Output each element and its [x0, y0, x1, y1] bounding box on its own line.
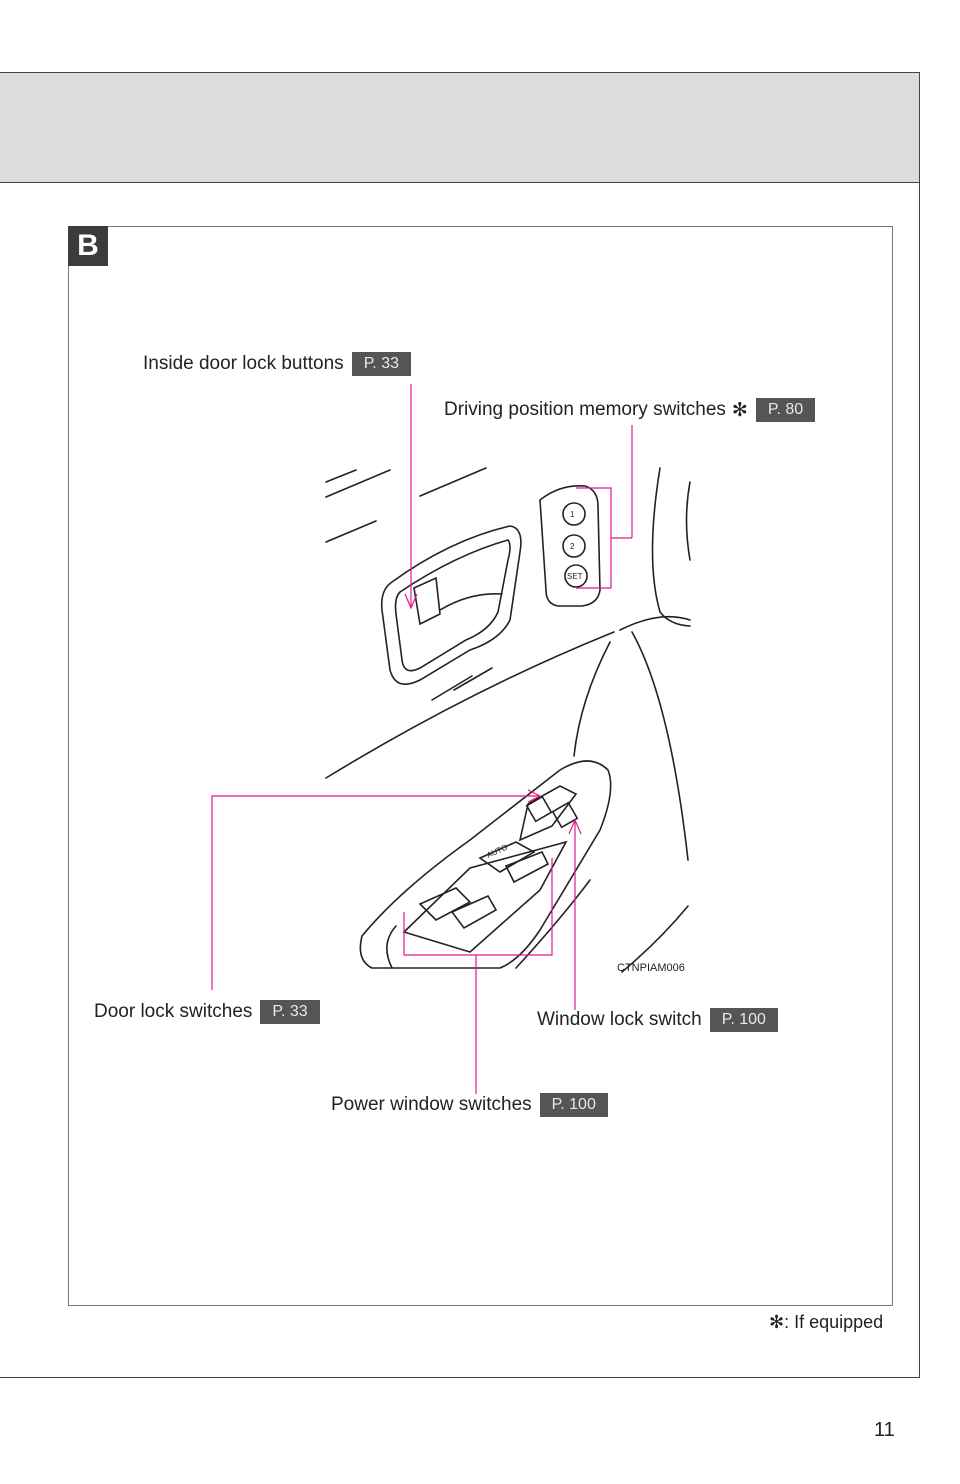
section-badge: B	[68, 226, 108, 266]
memory-button-1-label: 1	[570, 510, 575, 519]
callout-label: Inside door lock buttons	[143, 353, 344, 374]
auto-switch-label: AUTO	[485, 843, 509, 860]
page-ref-badge[interactable]: P. 33	[260, 1000, 320, 1024]
memory-set-button-label: SET	[567, 572, 583, 581]
page-ref-badge[interactable]: P. 33	[351, 352, 411, 376]
figure-code: CTNPIAM006	[617, 962, 685, 974]
callout-window-lock-switch: Window lock switch P. 100	[537, 1008, 778, 1032]
page-ref-badge[interactable]: P. 100	[709, 1008, 778, 1032]
callout-label: Window lock switch	[537, 1009, 702, 1030]
memory-button-2-label: 2	[570, 542, 575, 551]
callout-power-window-switches: Power window switches P. 100	[331, 1093, 608, 1117]
callout-label: Door lock switches	[94, 1001, 253, 1022]
callout-label: Power window switches	[331, 1094, 532, 1115]
page-edge-rule	[919, 72, 920, 1378]
page-ref-badge[interactable]: P. 100	[539, 1093, 608, 1117]
callout-inside-door-lock: Inside door lock buttons P. 33	[143, 352, 411, 376]
page-number: 11	[874, 1419, 895, 1441]
callout-label: Driving position memory switches	[444, 399, 726, 420]
if-equipped-marker-icon: ✻	[731, 399, 748, 421]
if-equipped-marker-icon: ✻	[769, 1312, 785, 1332]
callout-driving-position-memory: Driving position memory switches ✻ P. 80	[444, 398, 816, 422]
footnote: ✻: If equipped	[769, 1312, 883, 1333]
footnote-text: : If equipped	[784, 1312, 884, 1332]
callout-door-lock-switches: Door lock switches P. 33	[94, 1000, 320, 1024]
footer-rule	[0, 1377, 920, 1378]
illustration-panel	[68, 226, 893, 1306]
header-band	[0, 72, 919, 183]
page-ref-badge[interactable]: P. 80	[755, 398, 816, 422]
